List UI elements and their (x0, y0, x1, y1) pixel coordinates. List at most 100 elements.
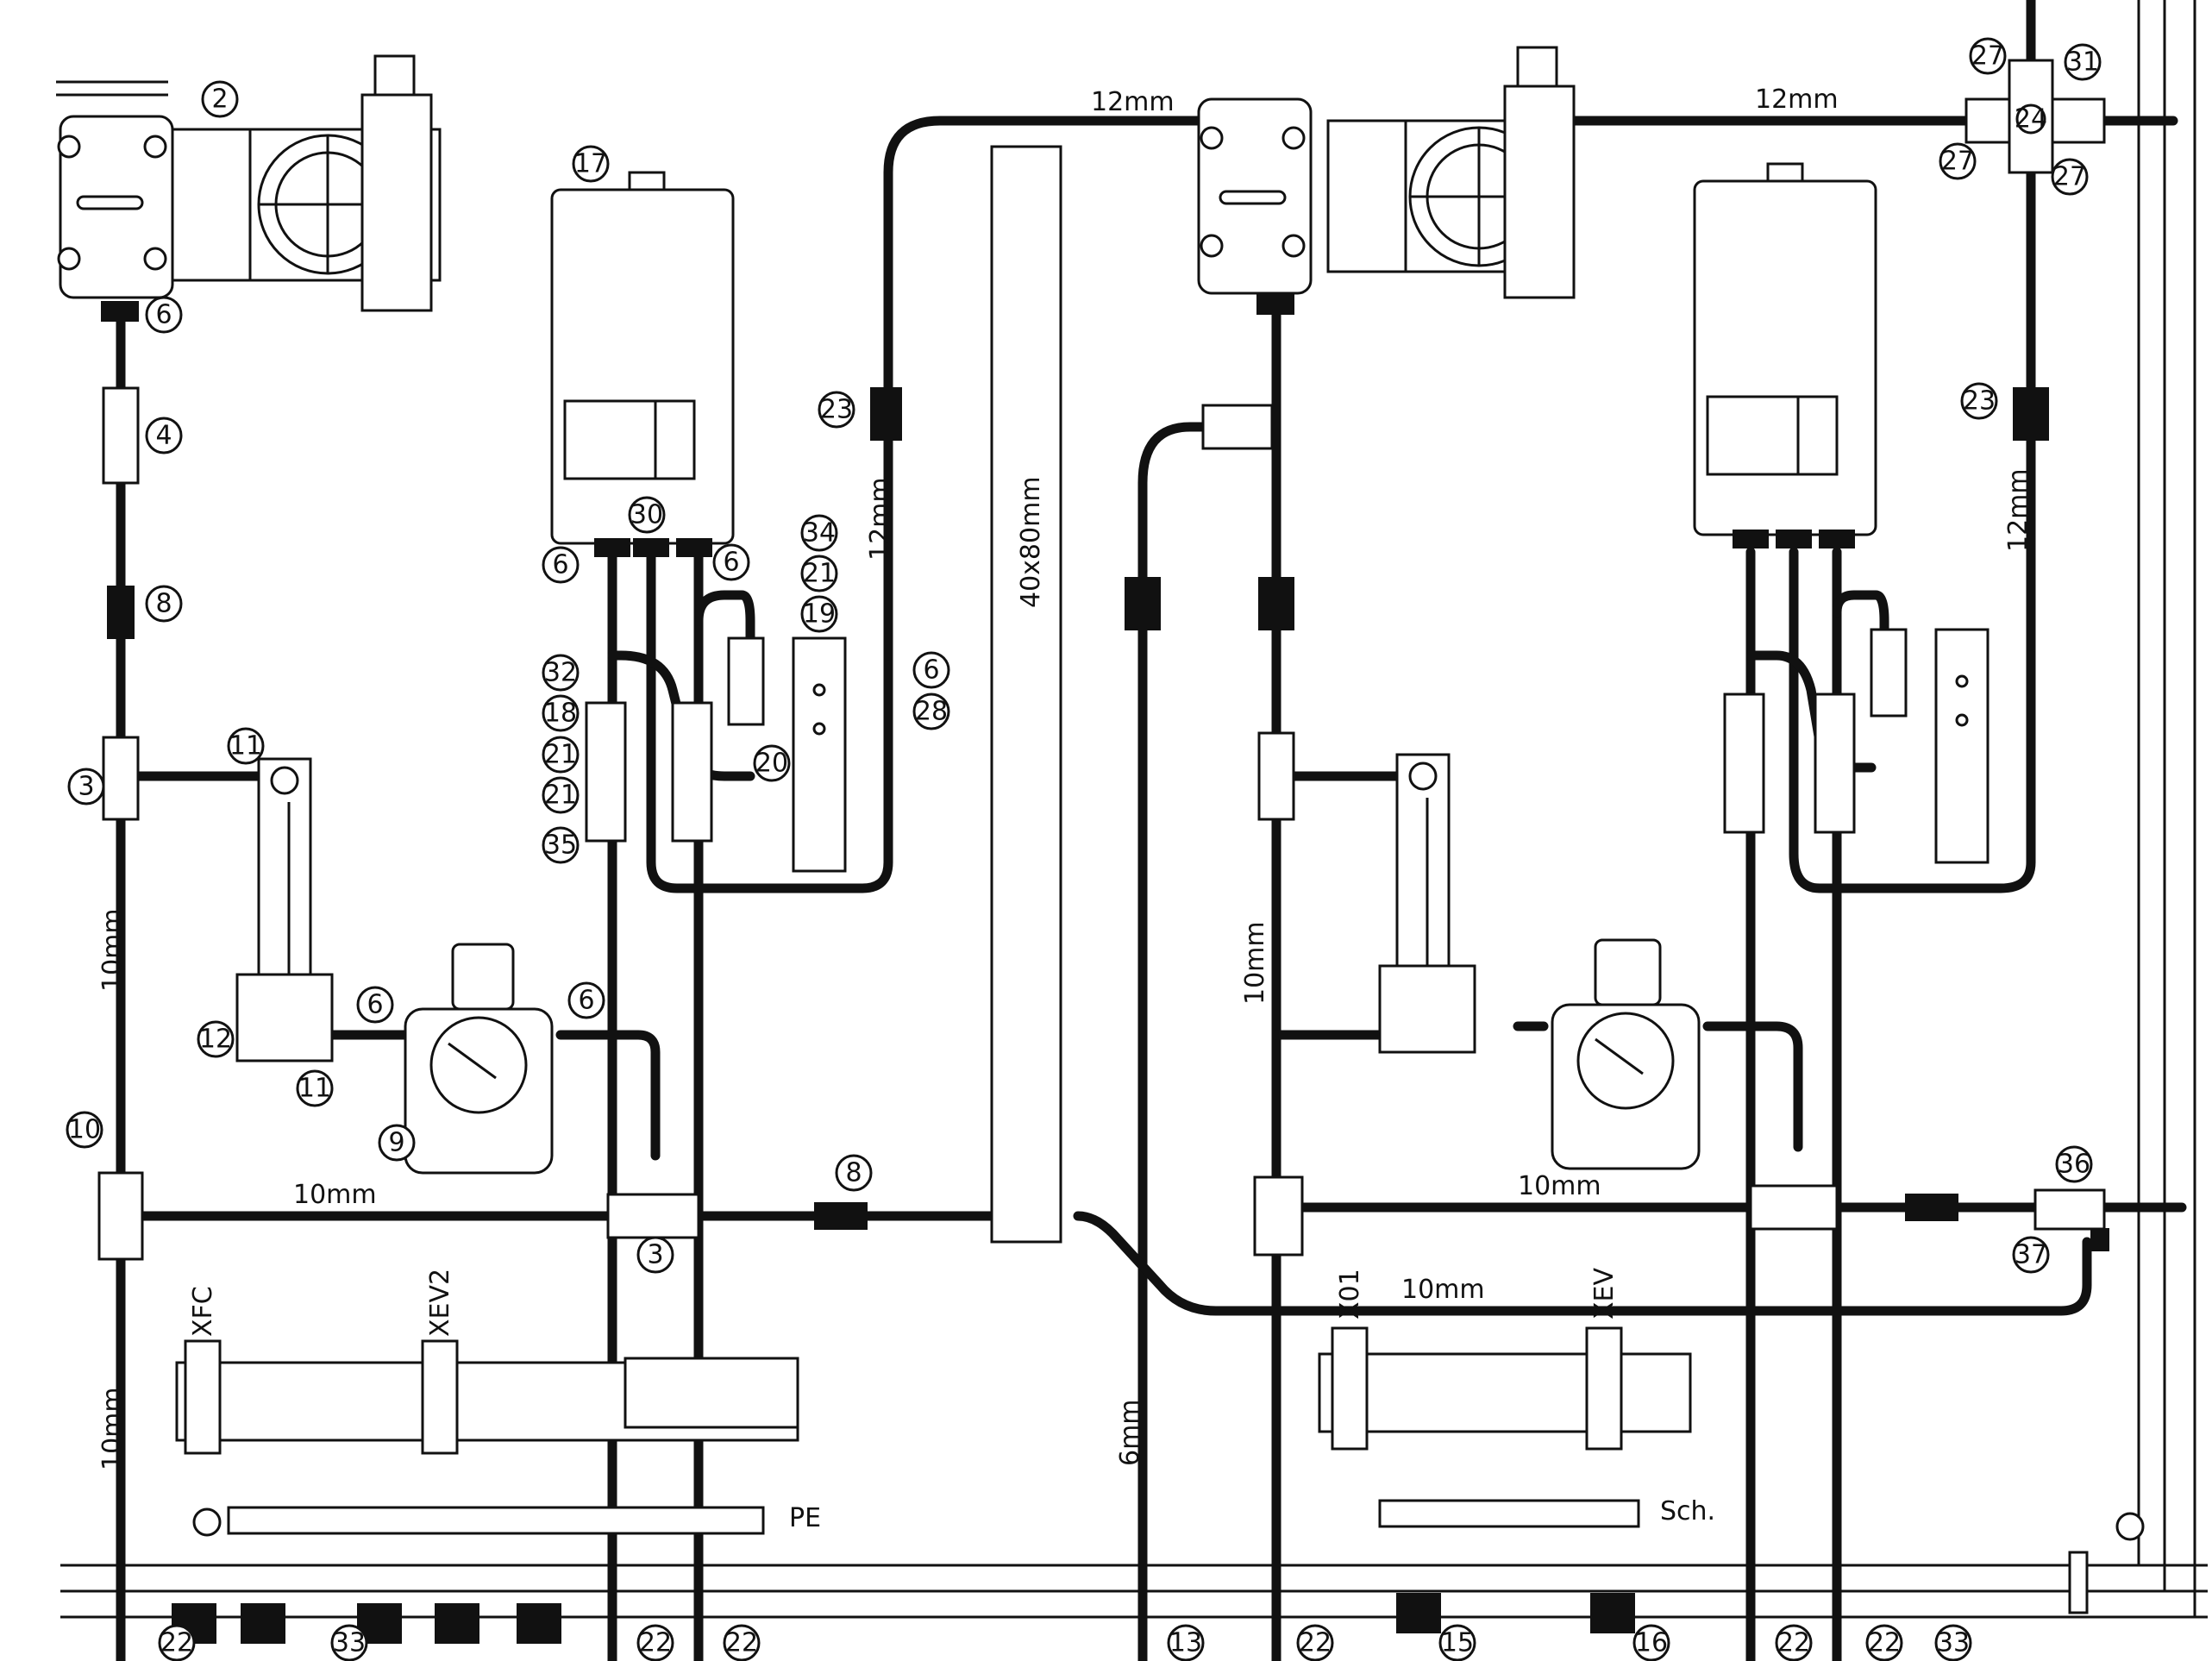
size-bottom-left: 10mm (293, 1180, 377, 1210)
label-pe: PE (789, 1503, 821, 1533)
callout: 21 (542, 776, 580, 814)
callout: 8 (835, 1154, 873, 1192)
callout: 6 (912, 651, 950, 689)
size-mid-vertical: 10mm (1240, 921, 1270, 1005)
svg-text:27: 27 (1941, 147, 1974, 177)
svg-text:6: 6 (552, 550, 568, 580)
callout: 20 (753, 744, 791, 782)
svg-text:35: 35 (544, 830, 577, 861)
callout: 36 (2055, 1145, 2093, 1183)
svg-text:13: 13 (1169, 1628, 1202, 1658)
svg-text:23: 23 (820, 395, 853, 425)
callout: 21 (800, 555, 838, 592)
size-left-vertical-lower: 10mm (97, 1387, 128, 1470)
callout: 28 (912, 693, 950, 730)
callout: 31 (2064, 43, 2102, 81)
svg-text:23: 23 (1963, 386, 1996, 417)
size-bottom-right-low: 10mm (1401, 1275, 1485, 1305)
svg-text:6: 6 (723, 548, 739, 578)
callout: 6 (145, 296, 183, 334)
callout: 17 (572, 145, 610, 183)
callout: 3 (67, 768, 105, 805)
callout: 9 (378, 1124, 416, 1162)
label-sch: Sch. (1660, 1496, 1715, 1526)
callout: 22 (723, 1624, 761, 1661)
pressure-transmitter-left (57, 54, 442, 322)
svg-text:33: 33 (1937, 1628, 1970, 1658)
svg-text:8: 8 (155, 589, 172, 619)
label-xev2: XEV2 (425, 1269, 455, 1337)
size-top-left: 12mm (1091, 87, 1175, 117)
svg-text:6: 6 (155, 300, 172, 330)
svg-text:22: 22 (160, 1628, 193, 1658)
svg-text:2: 2 (211, 85, 228, 115)
callout: 6 (567, 981, 605, 1019)
label-xev: XEV (1589, 1267, 1620, 1319)
svg-text:22: 22 (1777, 1628, 1810, 1658)
svg-text:37: 37 (2015, 1240, 2047, 1270)
solenoid-block-right (1723, 628, 1990, 864)
filter-regulator-right (1551, 938, 1701, 1170)
svg-text:11: 11 (229, 731, 262, 762)
svg-text:32: 32 (544, 658, 577, 688)
svg-text:28: 28 (915, 697, 948, 727)
callout: 6 (542, 546, 580, 584)
bulkhead-fittings (172, 1551, 2089, 1644)
base-plate-frame (56, 0, 2208, 1619)
svg-text:17: 17 (574, 149, 607, 179)
callout: 22 (1775, 1624, 1813, 1661)
callout: 18 (542, 694, 580, 732)
callout: 10 (66, 1111, 103, 1149)
callout: 30 (628, 496, 666, 534)
size-top-right: 12mm (1755, 85, 1839, 115)
terminal-labels: XFC XEV2 X01 XEV PE Sch. (188, 1267, 1715, 1533)
svg-text:20: 20 (755, 749, 788, 779)
callout: 21 (542, 736, 580, 774)
terminal-strip-right (1318, 1326, 1692, 1451)
svg-text:22: 22 (639, 1628, 672, 1658)
callout: 22 (636, 1624, 674, 1661)
callout: 11 (296, 1069, 334, 1107)
flowmeter-left (235, 757, 334, 1062)
callout: 3 (636, 1236, 674, 1274)
svg-text:22: 22 (725, 1628, 758, 1658)
label-xfc: XFC (188, 1286, 218, 1337)
svg-text:6: 6 (367, 990, 383, 1020)
callout: 27 (1969, 37, 2007, 75)
size-left-vertical: 10mm (97, 908, 128, 992)
callout: 8 (145, 585, 183, 623)
size-left-vertical-mid: 12mm (865, 477, 895, 561)
svg-text:34: 34 (803, 518, 836, 548)
svg-text:24: 24 (2015, 104, 2047, 135)
callout: 34 (800, 514, 838, 552)
callout: 16 (1632, 1624, 1670, 1661)
svg-text:6: 6 (578, 986, 594, 1016)
aluminium-profile (990, 145, 1062, 1244)
callout: 2 (201, 80, 239, 118)
callout: 23 (1960, 382, 1998, 420)
callout: 23 (818, 391, 855, 429)
callout-bubbles: 2 6 4 8 3 11 12 11 6 6 9 10 17 30 6 6 34… (66, 37, 2102, 1661)
svg-text:30: 30 (630, 500, 663, 530)
flowmeter-right (1378, 753, 1476, 1054)
size-thin-line: 6mm (1115, 1399, 1145, 1466)
analyzer-unit-left (550, 171, 735, 557)
callout: 32 (542, 654, 580, 692)
svg-text:6: 6 (923, 655, 939, 686)
shield-bar (1378, 1499, 1640, 1528)
ball-valves (107, 387, 2049, 1230)
callout: 27 (1939, 142, 1977, 180)
callout: 22 (1296, 1624, 1334, 1661)
svg-text:31: 31 (2066, 47, 2099, 78)
svg-text:33: 33 (333, 1628, 366, 1658)
terminal-strip-left (175, 1339, 799, 1455)
pressure-transmitter-right (1197, 46, 1576, 315)
callout: 22 (158, 1624, 196, 1661)
callout: 4 (145, 417, 183, 454)
callout: 33 (1934, 1624, 1972, 1661)
callout: 22 (1865, 1624, 1903, 1661)
svg-text:27: 27 (2053, 162, 2086, 192)
pipe-size-labels: 12mm 12mm 10mm 10mm 12mm 10mm 10mm 10mm … (97, 85, 2033, 1470)
svg-text:12: 12 (199, 1025, 232, 1055)
svg-text:22: 22 (1299, 1628, 1332, 1658)
